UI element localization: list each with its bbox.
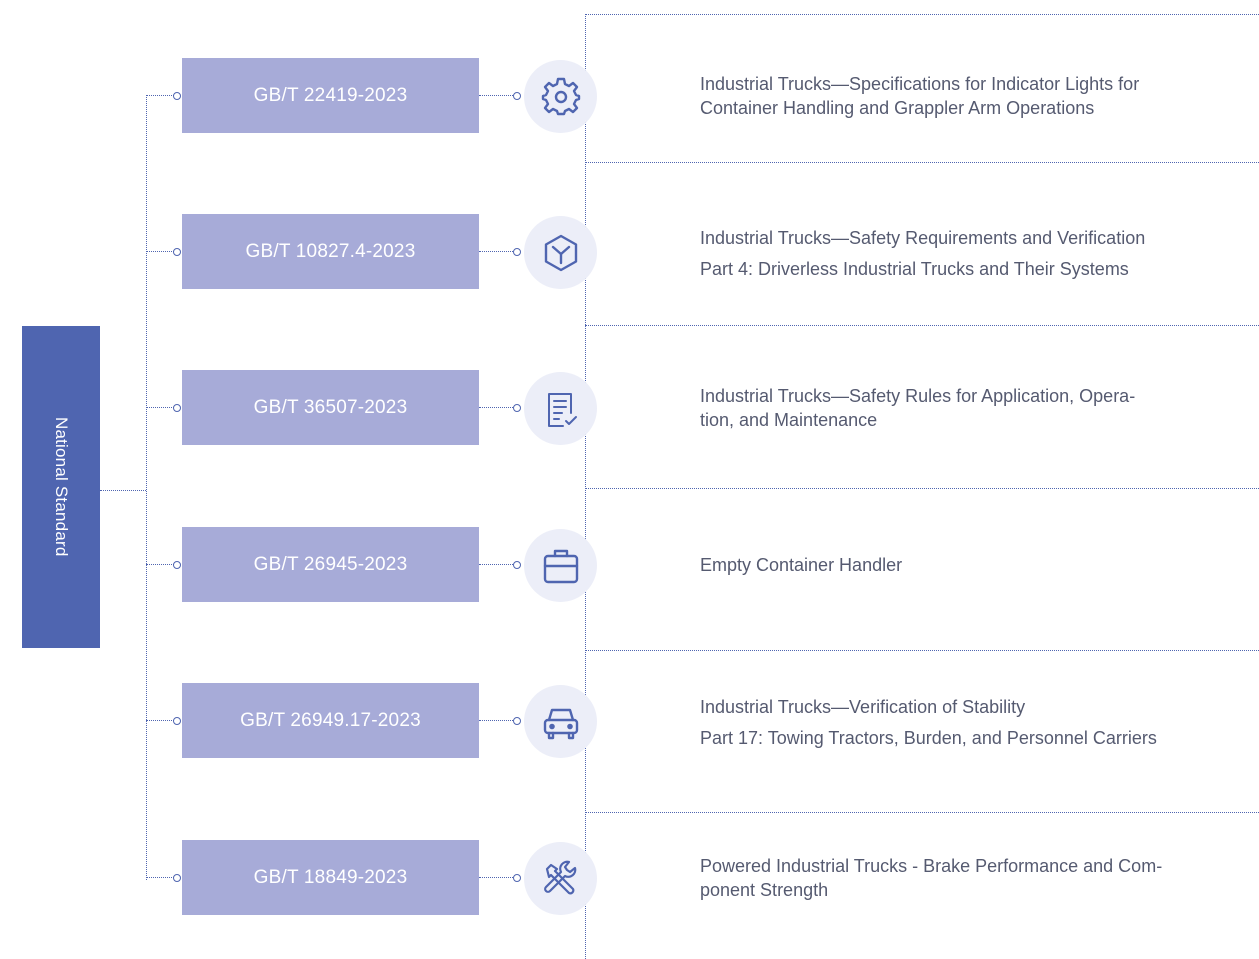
description-line: Powered Industrial Trucks - Brake Perfor… <box>700 856 1163 876</box>
description-line: Industrial Trucks—Specifications for Ind… <box>700 74 1140 94</box>
standard-code-box: GB/T 18849-2023 <box>182 840 479 915</box>
connector-line <box>479 251 513 252</box>
connector-line <box>479 564 513 565</box>
standard-description: Industrial Trucks—Specifications for Ind… <box>700 72 1256 120</box>
standard-code: GB/T 18849-2023 <box>253 866 408 888</box>
standard-code: GB/T 36507-2023 <box>253 396 408 418</box>
standard-code-box: GB/T 36507-2023 <box>182 370 479 445</box>
table-divider <box>585 325 1259 326</box>
standard-row: GB/T 18849-2023 Powered Industrial Truck… <box>0 840 1259 915</box>
description-line: Container Handling and Grappler Arm Oper… <box>700 98 1095 118</box>
node-dot <box>513 248 521 256</box>
connector-line <box>479 95 513 96</box>
standard-code-box: GB/T 10827.4-2023 <box>182 214 479 289</box>
description-line: ponent Strength <box>700 880 829 900</box>
node-dot <box>513 874 521 882</box>
standard-code-box: GB/T 26945-2023 <box>182 527 479 602</box>
gear-icon <box>524 60 597 133</box>
root-connector <box>100 490 146 491</box>
node-dot <box>513 92 521 100</box>
standard-code: GB/T 26945-2023 <box>253 553 408 575</box>
connector-line <box>479 407 513 408</box>
standard-code: GB/T 10827.4-2023 <box>245 240 416 262</box>
branch-line <box>146 407 174 408</box>
description-line: Part 17: Towing Tractors, Burden, and Pe… <box>700 728 1157 748</box>
standard-row: GB/T 26949.17-2023 Industrial Trucks—Ver… <box>0 683 1259 758</box>
node-dot <box>513 561 521 569</box>
table-left-border <box>585 14 586 959</box>
standard-description: Industrial Trucks—Safety Rules for Appli… <box>700 384 1256 432</box>
standard-description: Industrial Trucks—Verification of Stabil… <box>700 692 1256 754</box>
node-dot <box>173 92 181 100</box>
standard-description: Empty Container Handler <box>700 553 1256 577</box>
node-dot <box>173 717 181 725</box>
cube-icon <box>524 216 597 289</box>
node-dot <box>513 717 521 725</box>
standard-code-box: GB/T 22419-2023 <box>182 58 479 133</box>
description-line: tion, and Maintenance <box>700 410 878 430</box>
standard-row: GB/T 36507-2023 Industrial Trucks—Safety… <box>0 370 1259 445</box>
node-dot <box>173 874 181 882</box>
branch-line <box>146 251 174 252</box>
briefcase-icon <box>524 529 597 602</box>
checklist-icon <box>524 372 597 445</box>
table-divider <box>585 14 1259 15</box>
description-line: Industrial Trucks—Verification of Stabil… <box>700 697 1026 717</box>
root-node: National Standard <box>22 326 100 648</box>
description-line: Empty Container Handler <box>700 555 903 575</box>
branch-line <box>146 720 174 721</box>
standard-row: GB/T 26945-2023 Empty Container Handler <box>0 527 1259 602</box>
standard-code: GB/T 26949.17-2023 <box>240 709 421 731</box>
trunk-line <box>146 95 147 880</box>
table-divider <box>585 488 1259 489</box>
branch-line <box>146 564 174 565</box>
connector-line <box>479 720 513 721</box>
car-icon <box>524 685 597 758</box>
node-dot <box>173 561 181 569</box>
standard-code-box: GB/T 26949.17-2023 <box>182 683 479 758</box>
node-dot <box>173 404 181 412</box>
connector-line <box>479 877 513 878</box>
node-dot <box>173 248 181 256</box>
node-dot <box>513 404 521 412</box>
table-divider <box>585 812 1259 813</box>
table-divider <box>585 162 1259 163</box>
standard-code: GB/T 22419-2023 <box>253 84 408 106</box>
description-line: Part 4: Driverless Industrial Trucks and… <box>700 259 1129 279</box>
description-line: Industrial Trucks—Safety Rules for Appli… <box>700 386 1136 406</box>
tools-icon <box>524 842 597 915</box>
standard-row: GB/T 22419-2023 Industrial Trucks—Specif… <box>0 58 1259 133</box>
description-line: Industrial Trucks—Safety Requirements an… <box>700 228 1146 248</box>
standard-description: Powered Industrial Trucks - Brake Perfor… <box>700 854 1256 902</box>
table-divider <box>585 650 1259 651</box>
standard-description: Industrial Trucks—Safety Requirements an… <box>700 223 1256 285</box>
root-label: National Standard <box>52 417 71 557</box>
branch-line <box>146 95 174 96</box>
branch-line <box>146 877 174 878</box>
standard-row: GB/T 10827.4-2023 Industrial Trucks—Safe… <box>0 214 1259 289</box>
